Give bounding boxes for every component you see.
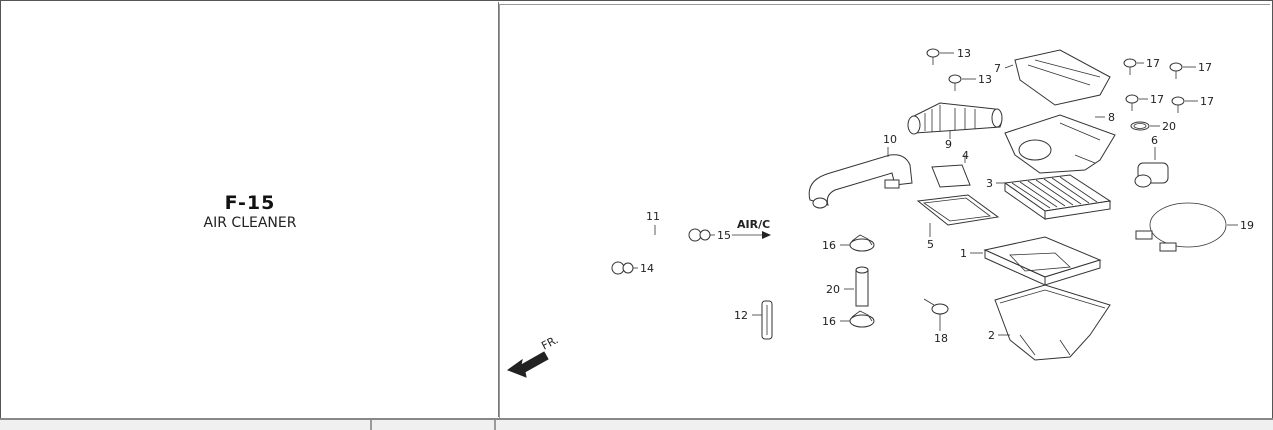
part-13-bolt-upper: 13: [926, 47, 971, 65]
callout-10: 10: [883, 133, 897, 146]
part-14-clip: 14: [611, 261, 654, 275]
bottom-table-strip: [0, 418, 1273, 430]
front-arrow-label: FR.: [539, 333, 560, 352]
callout-12: 12: [734, 309, 748, 322]
part-13-bolt-lower: 13: [948, 73, 992, 91]
bottom-cell-2: [372, 420, 496, 430]
bottom-cell-1: [0, 420, 372, 430]
part-9-connecting-tube: 9: [907, 102, 1003, 151]
callout-18: 18: [934, 332, 948, 345]
part-20-tube: 20: [826, 266, 869, 307]
callout-16-upper: 16: [822, 239, 836, 252]
callout-16-lower: 16: [822, 315, 836, 328]
callout-20-ring: 20: [1162, 120, 1176, 133]
callout-6: 6: [1151, 134, 1158, 147]
section-code: F-15: [224, 192, 276, 214]
part-18-bolt: 18: [923, 298, 949, 345]
callout-19: 19: [1240, 219, 1254, 232]
part-20-o-ring: 20: [1130, 120, 1176, 133]
part-17-bolt-3: 17: [1125, 93, 1164, 111]
part-15-clamp: 15 AIR/C: [688, 218, 771, 242]
part-16-clamp-upper: 16: [822, 234, 875, 252]
part-16-clamp-lower: 16: [822, 310, 875, 328]
part-7-top-cover: 7: [994, 49, 1111, 106]
callout-17-2: 17: [1198, 61, 1212, 74]
callout-3: 3: [986, 177, 993, 190]
part-17-bolt-1: 17: [1123, 57, 1160, 75]
bottom-cell-3: [496, 420, 1271, 430]
callout-11: 11: [646, 210, 660, 223]
callout-2: 2: [988, 329, 995, 342]
callout-15: 15: [717, 229, 731, 242]
exploded-diagram: FR. 11 15 AIR/C 14 1: [506, 47, 1254, 378]
callout-5: 5: [927, 238, 934, 251]
callout-9: 9: [945, 138, 952, 151]
section-name: AIR CLEANER: [203, 215, 297, 231]
connection-label: AIR/C: [737, 218, 770, 231]
callout-17-3: 17: [1150, 93, 1164, 106]
part-17-bolt-2: 17: [1169, 61, 1212, 79]
callout-8: 8: [1108, 111, 1115, 124]
exploded-diagram-panel: FR. 11 15 AIR/C 14 1: [499, 4, 1270, 418]
callout-17-4: 17: [1200, 95, 1214, 108]
part-17-bolt-4: 17: [1171, 95, 1214, 113]
section-title-panel: F-15 AIR CLEANER: [2, 2, 499, 417]
callout-14: 14: [640, 262, 654, 275]
callout-1: 1: [960, 247, 967, 260]
part-12-drain-tube: 12: [734, 300, 773, 340]
part-2-lower-housing: 2: [988, 284, 1111, 361]
part-6-sensor: 6: [1134, 134, 1169, 188]
callout-13-upper: 13: [957, 47, 971, 60]
callout-20-tube: 20: [826, 283, 840, 296]
callout-4: 4: [962, 149, 969, 162]
part-1-filter-base: 1: [960, 236, 1102, 286]
part-5-seal: 5: [916, 194, 1000, 251]
callout-17-1: 17: [1146, 57, 1160, 70]
part-19-band: 19: [1135, 202, 1254, 252]
callout-13-lower: 13: [978, 73, 992, 86]
part-8-housing-cover: 8: [1004, 111, 1116, 174]
section-title-block: F-15 AIR CLEANER: [2, 192, 498, 232]
part-11-hose: 11: [617, 210, 682, 254]
part-10-intake-duct: 10: [808, 133, 913, 209]
callout-7: 7: [994, 62, 1001, 75]
front-direction-arrow: FR.: [506, 333, 560, 378]
part-3-filter-element: 3: [986, 174, 1112, 220]
part-4-gasket: 4: [931, 149, 971, 188]
